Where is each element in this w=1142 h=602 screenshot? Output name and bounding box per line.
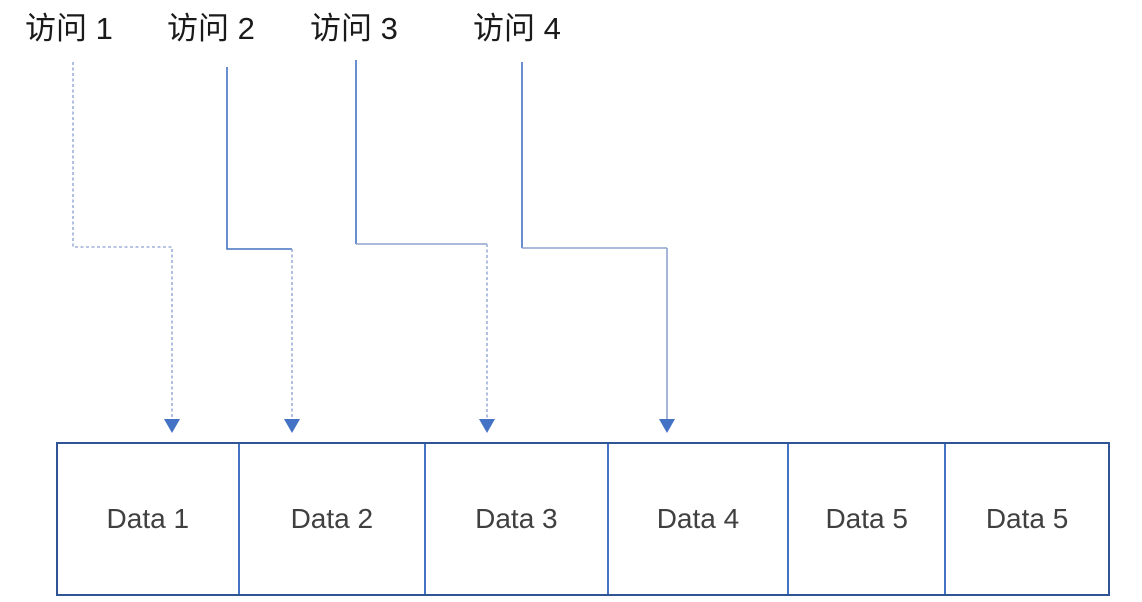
data-cell-label: Data 2 [290,503,374,534]
connector-arrow-3 [355,60,495,433]
access-label-3: 访问 3 [310,11,398,46]
data-cell-1: Data 1 [58,444,240,594]
access-label-2: 访问 2 [167,11,255,46]
data-cell-label: Data 3 [475,503,558,534]
data-array: Data 1 Data 2 Data 3 Data 4 Data 5 Data … [56,442,1110,596]
arrowhead-1-icon [164,419,180,433]
arrowhead-3-icon [479,419,495,433]
access-label-4: 访问 4 [473,11,561,46]
data-cell-6: Data 5 [946,444,1108,594]
connector-arrow-1 [72,62,180,433]
data-cell-label: Data 4 [656,503,740,534]
data-cell-label: Data 5 [825,503,908,534]
data-cell-4: Data 4 [609,444,790,594]
connector-arrow-2 [226,67,300,433]
data-cell-5: Data 5 [789,444,947,594]
data-cell-3: Data 3 [426,444,609,594]
data-cell-2: Data 2 [240,444,427,594]
arrowhead-4-icon [659,419,675,433]
data-cell-label: Data 1 [106,503,190,534]
connector-arrow-4 [521,62,675,433]
arrowhead-2-icon [284,419,300,433]
access-label-1: 访问 1 [25,11,113,46]
data-cell-label: Data 5 [985,503,1069,534]
